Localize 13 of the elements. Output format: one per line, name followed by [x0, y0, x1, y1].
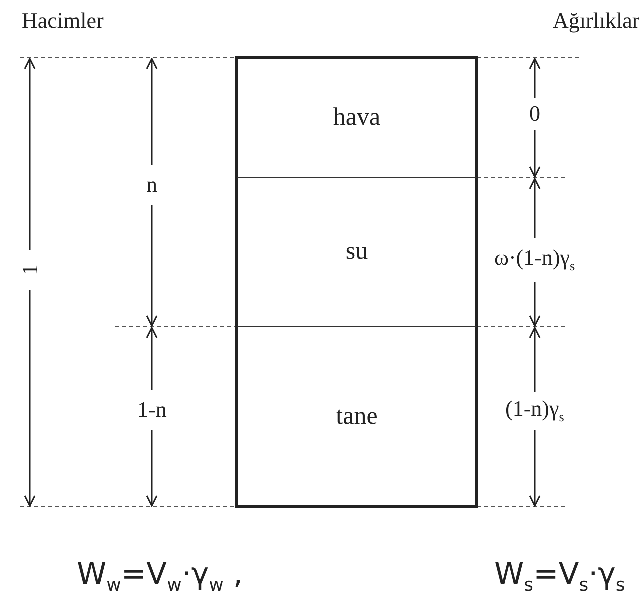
dimension-label: 1-n [138, 399, 167, 421]
phase-label: hava [333, 104, 381, 132]
phase-label: tane [336, 403, 378, 431]
phase-label: su [346, 238, 368, 266]
column-heading: Ağırlıklar [553, 10, 640, 32]
formula: W$_{s}$=V$_{s}$·γ$_{s}$ [494, 560, 626, 594]
column-heading: Hacimler [22, 10, 104, 32]
formula: W$_{w}$=V$_{w}$·γ$_{w}$ , [77, 560, 243, 594]
dimension-label: n [146, 174, 158, 196]
dimension-label: (1-n)γ$_{s}$ [506, 398, 564, 424]
dimension-label: 0 [530, 103, 540, 125]
dimension-label: 1 [19, 264, 41, 276]
dimension-label: ω·(1-n)γ$_{s}$ [494, 247, 576, 273]
